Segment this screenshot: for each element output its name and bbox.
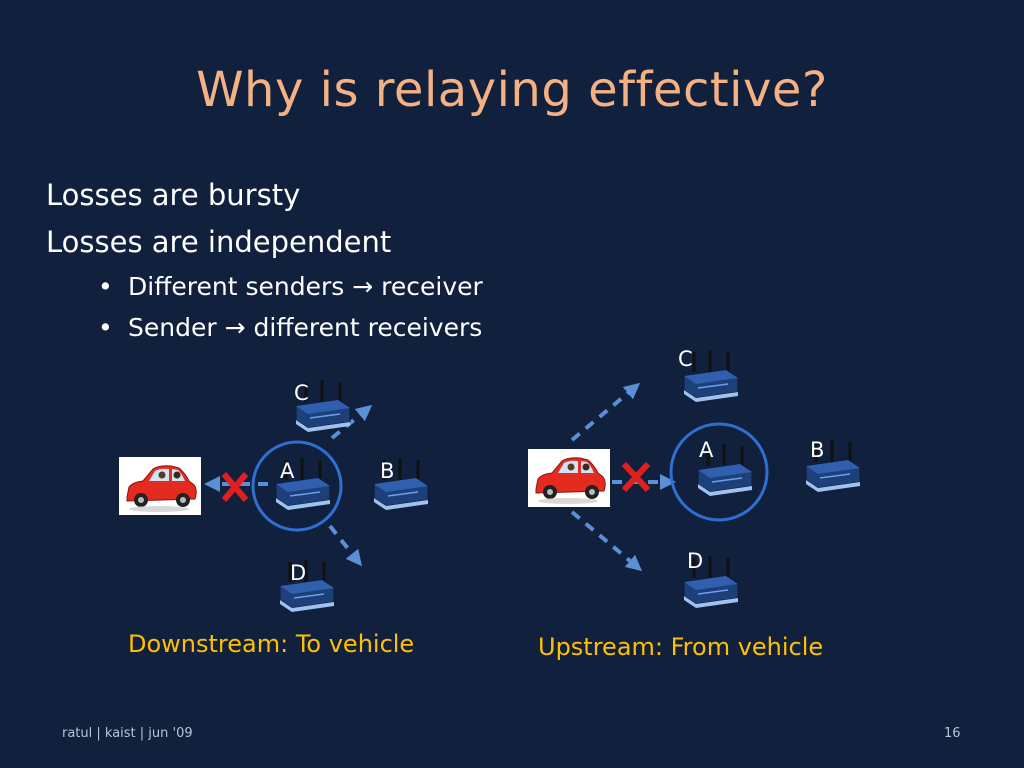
upstream-diagram: C A B D — [527, 347, 862, 610]
page-number: 16 — [944, 726, 961, 741]
node-label-a: A — [280, 459, 295, 483]
arrow-right-icon: → — [352, 272, 374, 301]
sub-bullet-item: • Different senders → receiver — [46, 266, 483, 307]
bullet-item: Losses are independent — [46, 225, 392, 259]
node-label-d: D — [290, 561, 306, 585]
cross-icon — [221, 472, 249, 502]
downstream-diagram: C A B D — [118, 378, 430, 614]
node-label-c: C — [294, 381, 309, 405]
footer-text: ratul | kaist | jun '09 — [62, 726, 193, 741]
bullet-dot: • — [98, 272, 113, 301]
wireless-router-icon — [278, 558, 336, 614]
sub-bullet-item: • Sender → different receivers — [46, 307, 483, 348]
relay-highlight-circle — [251, 440, 343, 532]
node-label-b: B — [380, 459, 394, 483]
cross-icon — [621, 461, 651, 493]
bullet-dot: • — [98, 313, 113, 342]
node-label-b: B — [810, 438, 824, 462]
bullet-list: Losses are bursty Losses are independent… — [46, 172, 483, 348]
dashed-arrow-icon — [328, 524, 362, 567]
car-icon — [118, 456, 202, 516]
relay-highlight-circle — [669, 422, 769, 522]
bullet-item: Losses are bursty — [46, 178, 301, 212]
car-icon — [527, 448, 611, 508]
dashed-arrow-icon — [570, 382, 641, 442]
upstream-caption: Upstream: From vehicle — [538, 633, 824, 661]
node-label-d: D — [687, 549, 703, 573]
sub-bullet-text: Sender — [128, 313, 217, 342]
node-label-c: C — [678, 347, 693, 371]
node-label-a: A — [699, 438, 714, 462]
sub-bullet-text: different receivers — [253, 313, 483, 342]
slide-title: Why is relaying effective? — [196, 62, 828, 118]
arrow-right-icon: → — [224, 313, 246, 342]
downstream-caption: Downstream: To vehicle — [128, 630, 415, 658]
sub-bullet-text: Different senders — [128, 272, 345, 301]
dashed-arrow-icon — [570, 510, 643, 572]
sub-bullet-text: receiver — [381, 272, 483, 301]
